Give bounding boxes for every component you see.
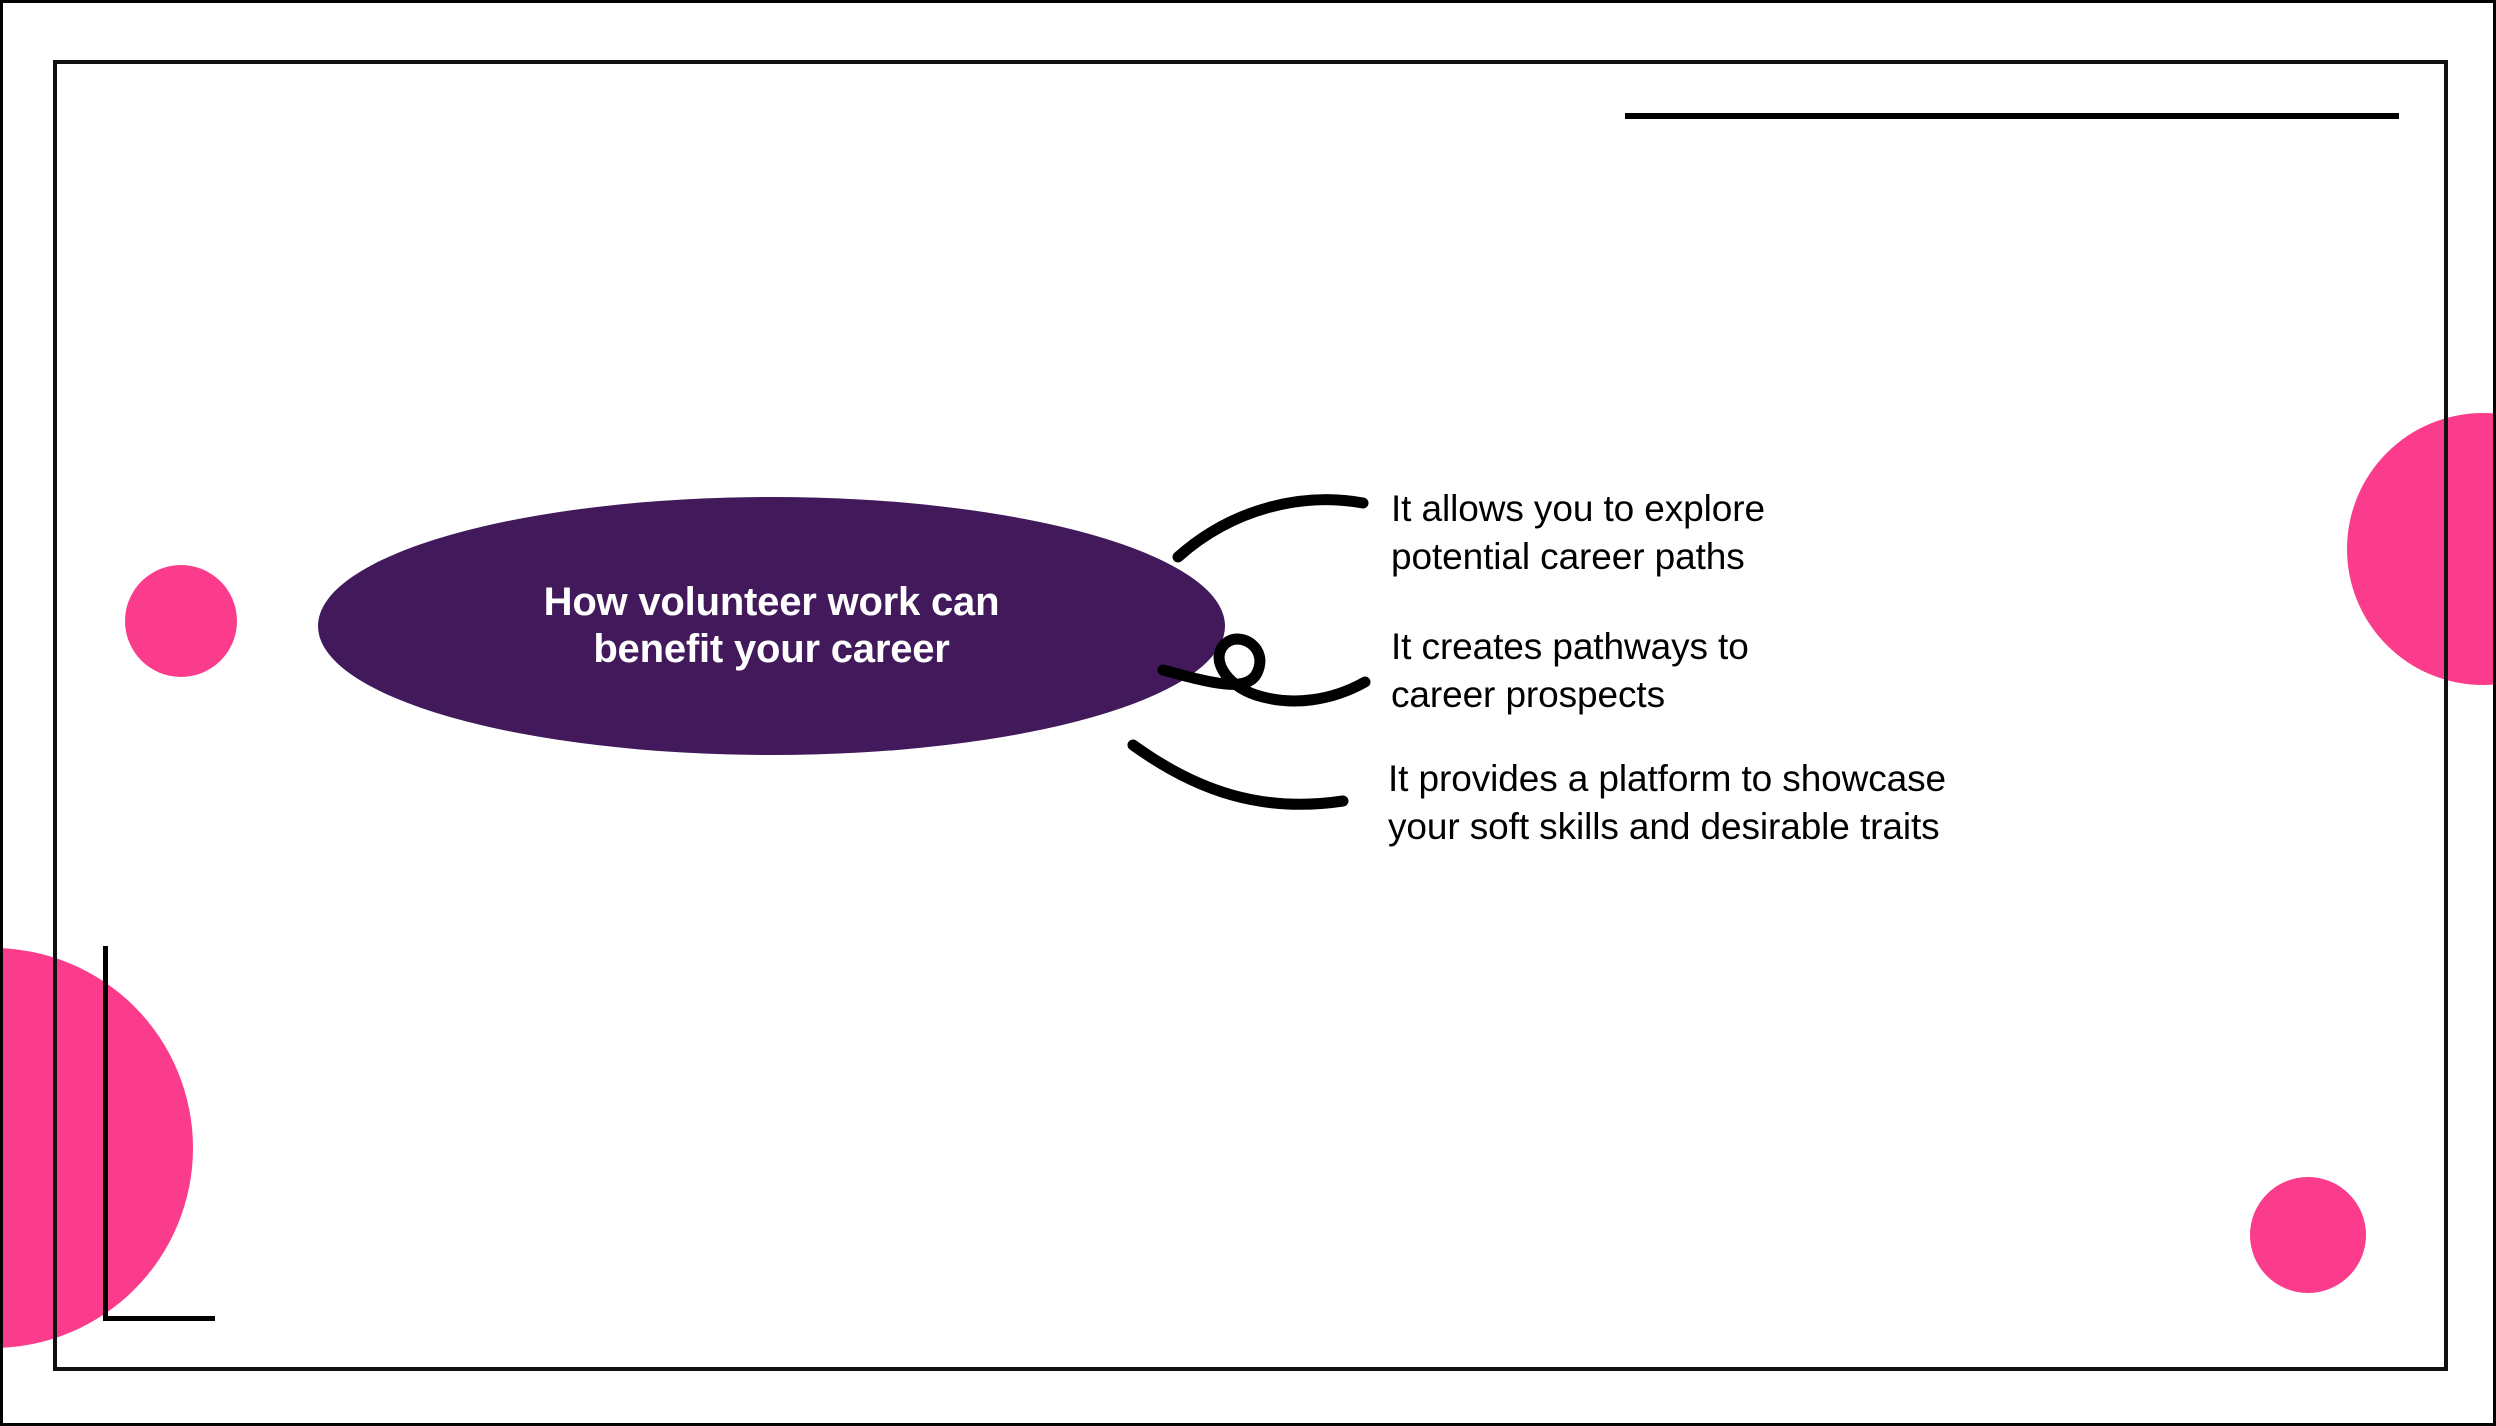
top-right-accent-line	[1625, 113, 2399, 119]
connector-curve-1	[1172, 494, 1369, 563]
branch-text-1: It allows you to explore potential caree…	[1391, 488, 1765, 578]
decorative-circle-left-large	[3, 948, 193, 1348]
corner-bracket-horizontal	[103, 1316, 215, 1321]
central-node-label: How volunteer work can benefit your care…	[543, 579, 1000, 671]
decorative-circle-right-large	[2347, 413, 2493, 685]
central-node-ellipse[interactable]: How volunteer work can benefit your care…	[318, 497, 1225, 755]
inner-frame-border	[53, 60, 2448, 1371]
branch-text-3: It provides a platform to showcase your …	[1388, 758, 1947, 848]
connector-curve-3	[1127, 739, 1349, 810]
decorative-circle-right-small	[2250, 1177, 2366, 1293]
connector-lines	[1127, 494, 1371, 810]
branch-text-2: It creates pathways to career prospects	[1391, 626, 1749, 716]
decorative-circle-left-small	[125, 565, 237, 677]
